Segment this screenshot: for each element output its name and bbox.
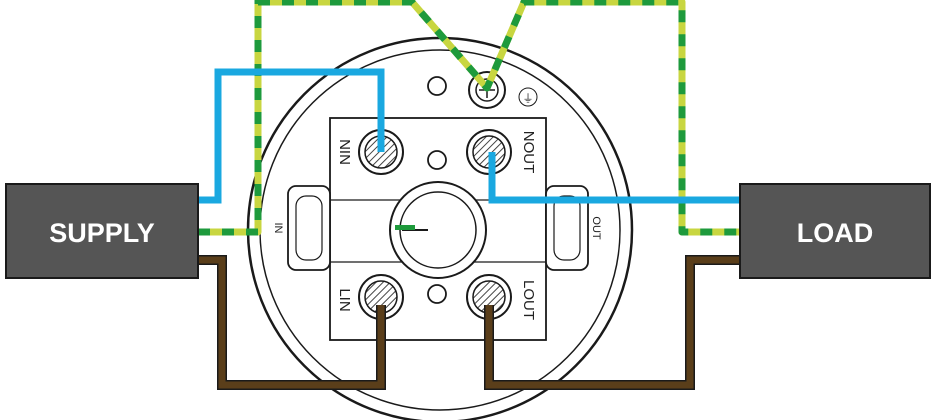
load-label: LOAD (797, 218, 874, 248)
fixing-hole-upper (427, 150, 447, 170)
terminal-screw-icon (466, 274, 512, 320)
live-wire-in (198, 256, 385, 389)
earth-symbol-text: ⏚ (523, 92, 534, 105)
supply-label: SUPPLY (49, 218, 155, 248)
side-label-out: OUT (590, 216, 602, 240)
earth-wire (198, 0, 740, 236)
terminal-label-lin: LIN (336, 288, 353, 311)
fixing-hole-top (427, 76, 447, 96)
terminal-label-nin: NIN (336, 139, 353, 165)
fixing-hole-lower (427, 284, 447, 304)
earth-symbol-icon (518, 87, 538, 107)
load-box (739, 183, 931, 279)
neutral-wire-in (198, 68, 385, 204)
neutral-wire-out (488, 152, 740, 204)
supply-box (5, 183, 199, 279)
side-label-in: IN (272, 223, 284, 234)
live-wire-out (485, 256, 740, 389)
terminal-label-nout: NOUT (520, 131, 537, 174)
terminal-screw-icon (358, 274, 404, 320)
terminal-label-lout: LOUT (520, 280, 537, 320)
